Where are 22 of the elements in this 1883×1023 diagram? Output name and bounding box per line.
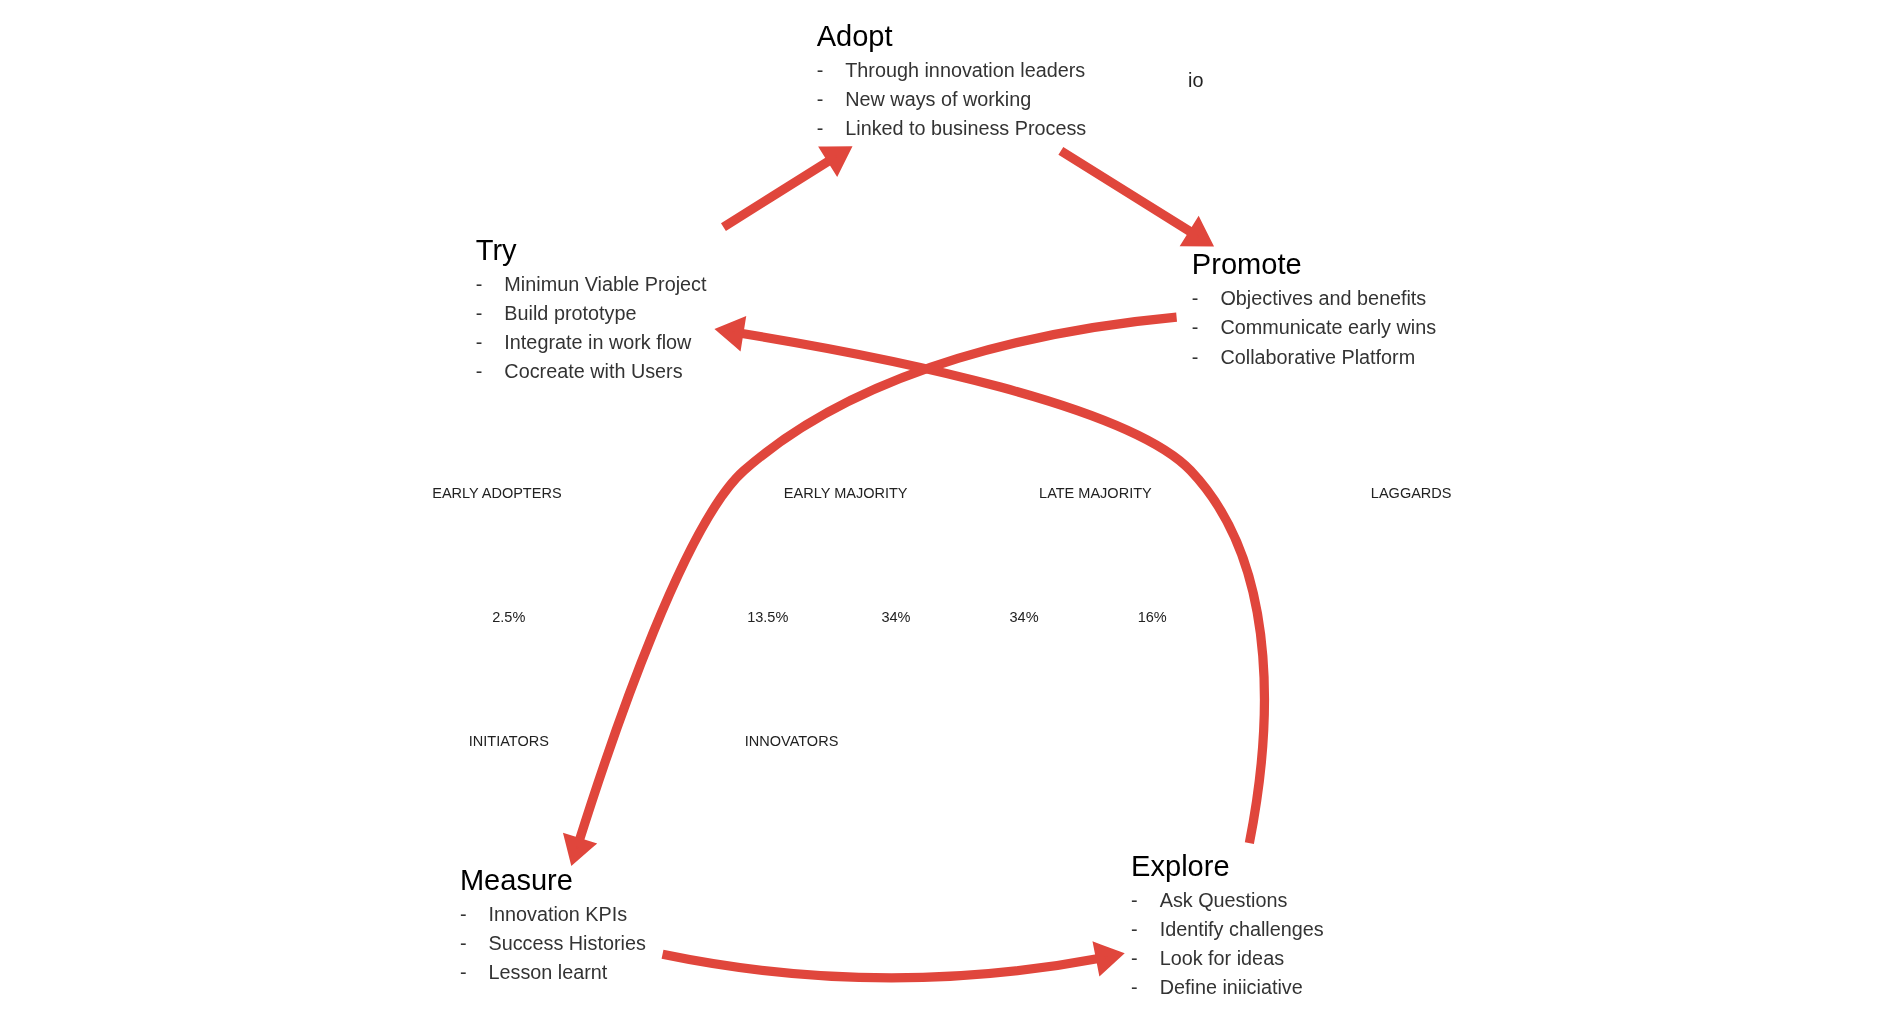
node-text: Try - Minimun Viable Project - Build prototype - Integrate in work flow - Cocreate with Users	[475, 233, 707, 383]
label: 2.5%	[492, 609, 526, 626]
label: LAGGARDS	[1370, 485, 1452, 502]
label: INITIATORS	[468, 733, 549, 750]
node-text: Explore - Ask Questions - Identify challenges - Look for ideas - Define iniiciative	[1131, 849, 1324, 998]
node-text: Adopt - Through innovation leaders - New ways of working - Linked to business Process	[816, 19, 1087, 139]
label: INNOVATORS	[744, 733, 839, 750]
label: 13.5%	[747, 609, 789, 626]
label: EARLY ADOPTERS	[432, 485, 562, 502]
arrow	[661, 941, 1125, 983]
label: EARLY MAJORITY	[783, 485, 908, 502]
label: 34%	[1009, 609, 1039, 626]
label: LATE MAJORITY	[1039, 485, 1152, 502]
label: 34%	[881, 609, 911, 626]
arrow	[714, 315, 1269, 844]
node-text: Measure - Innovation KPIs - Success Histories - Lesson learnt	[459, 864, 646, 984]
node-text: Promote - Objectives and benefits - Communicate early wins - Collaborative Platform	[1191, 248, 1437, 368]
label: 16%	[1137, 609, 1167, 626]
arrow	[562, 312, 1178, 867]
arrow	[721, 146, 853, 231]
label: io	[1188, 68, 1204, 91]
arrow	[1058, 146, 1215, 247]
